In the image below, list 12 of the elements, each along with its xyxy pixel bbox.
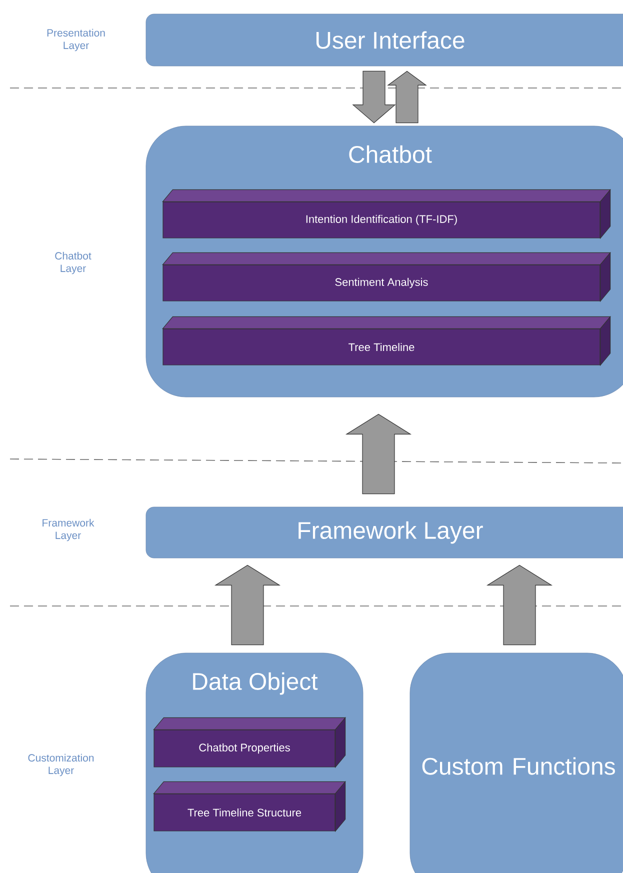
layer-label: Chatbot Layer bbox=[55, 252, 92, 274]
block-arrow bbox=[352, 70, 396, 124]
layer-box: User Interface bbox=[146, 14, 623, 66]
layer-label: Framework Layer bbox=[42, 518, 94, 542]
block-arrow bbox=[345, 414, 412, 494]
layer-label: Presentation Layer bbox=[47, 28, 105, 52]
block-arrow bbox=[387, 70, 427, 124]
layer-box: Framework Layer bbox=[146, 506, 623, 558]
block-arrow bbox=[486, 564, 553, 646]
block-arrow bbox=[214, 564, 281, 646]
container-box: Custom Functions bbox=[410, 652, 623, 873]
layer-label: Customization Layer bbox=[28, 754, 94, 776]
